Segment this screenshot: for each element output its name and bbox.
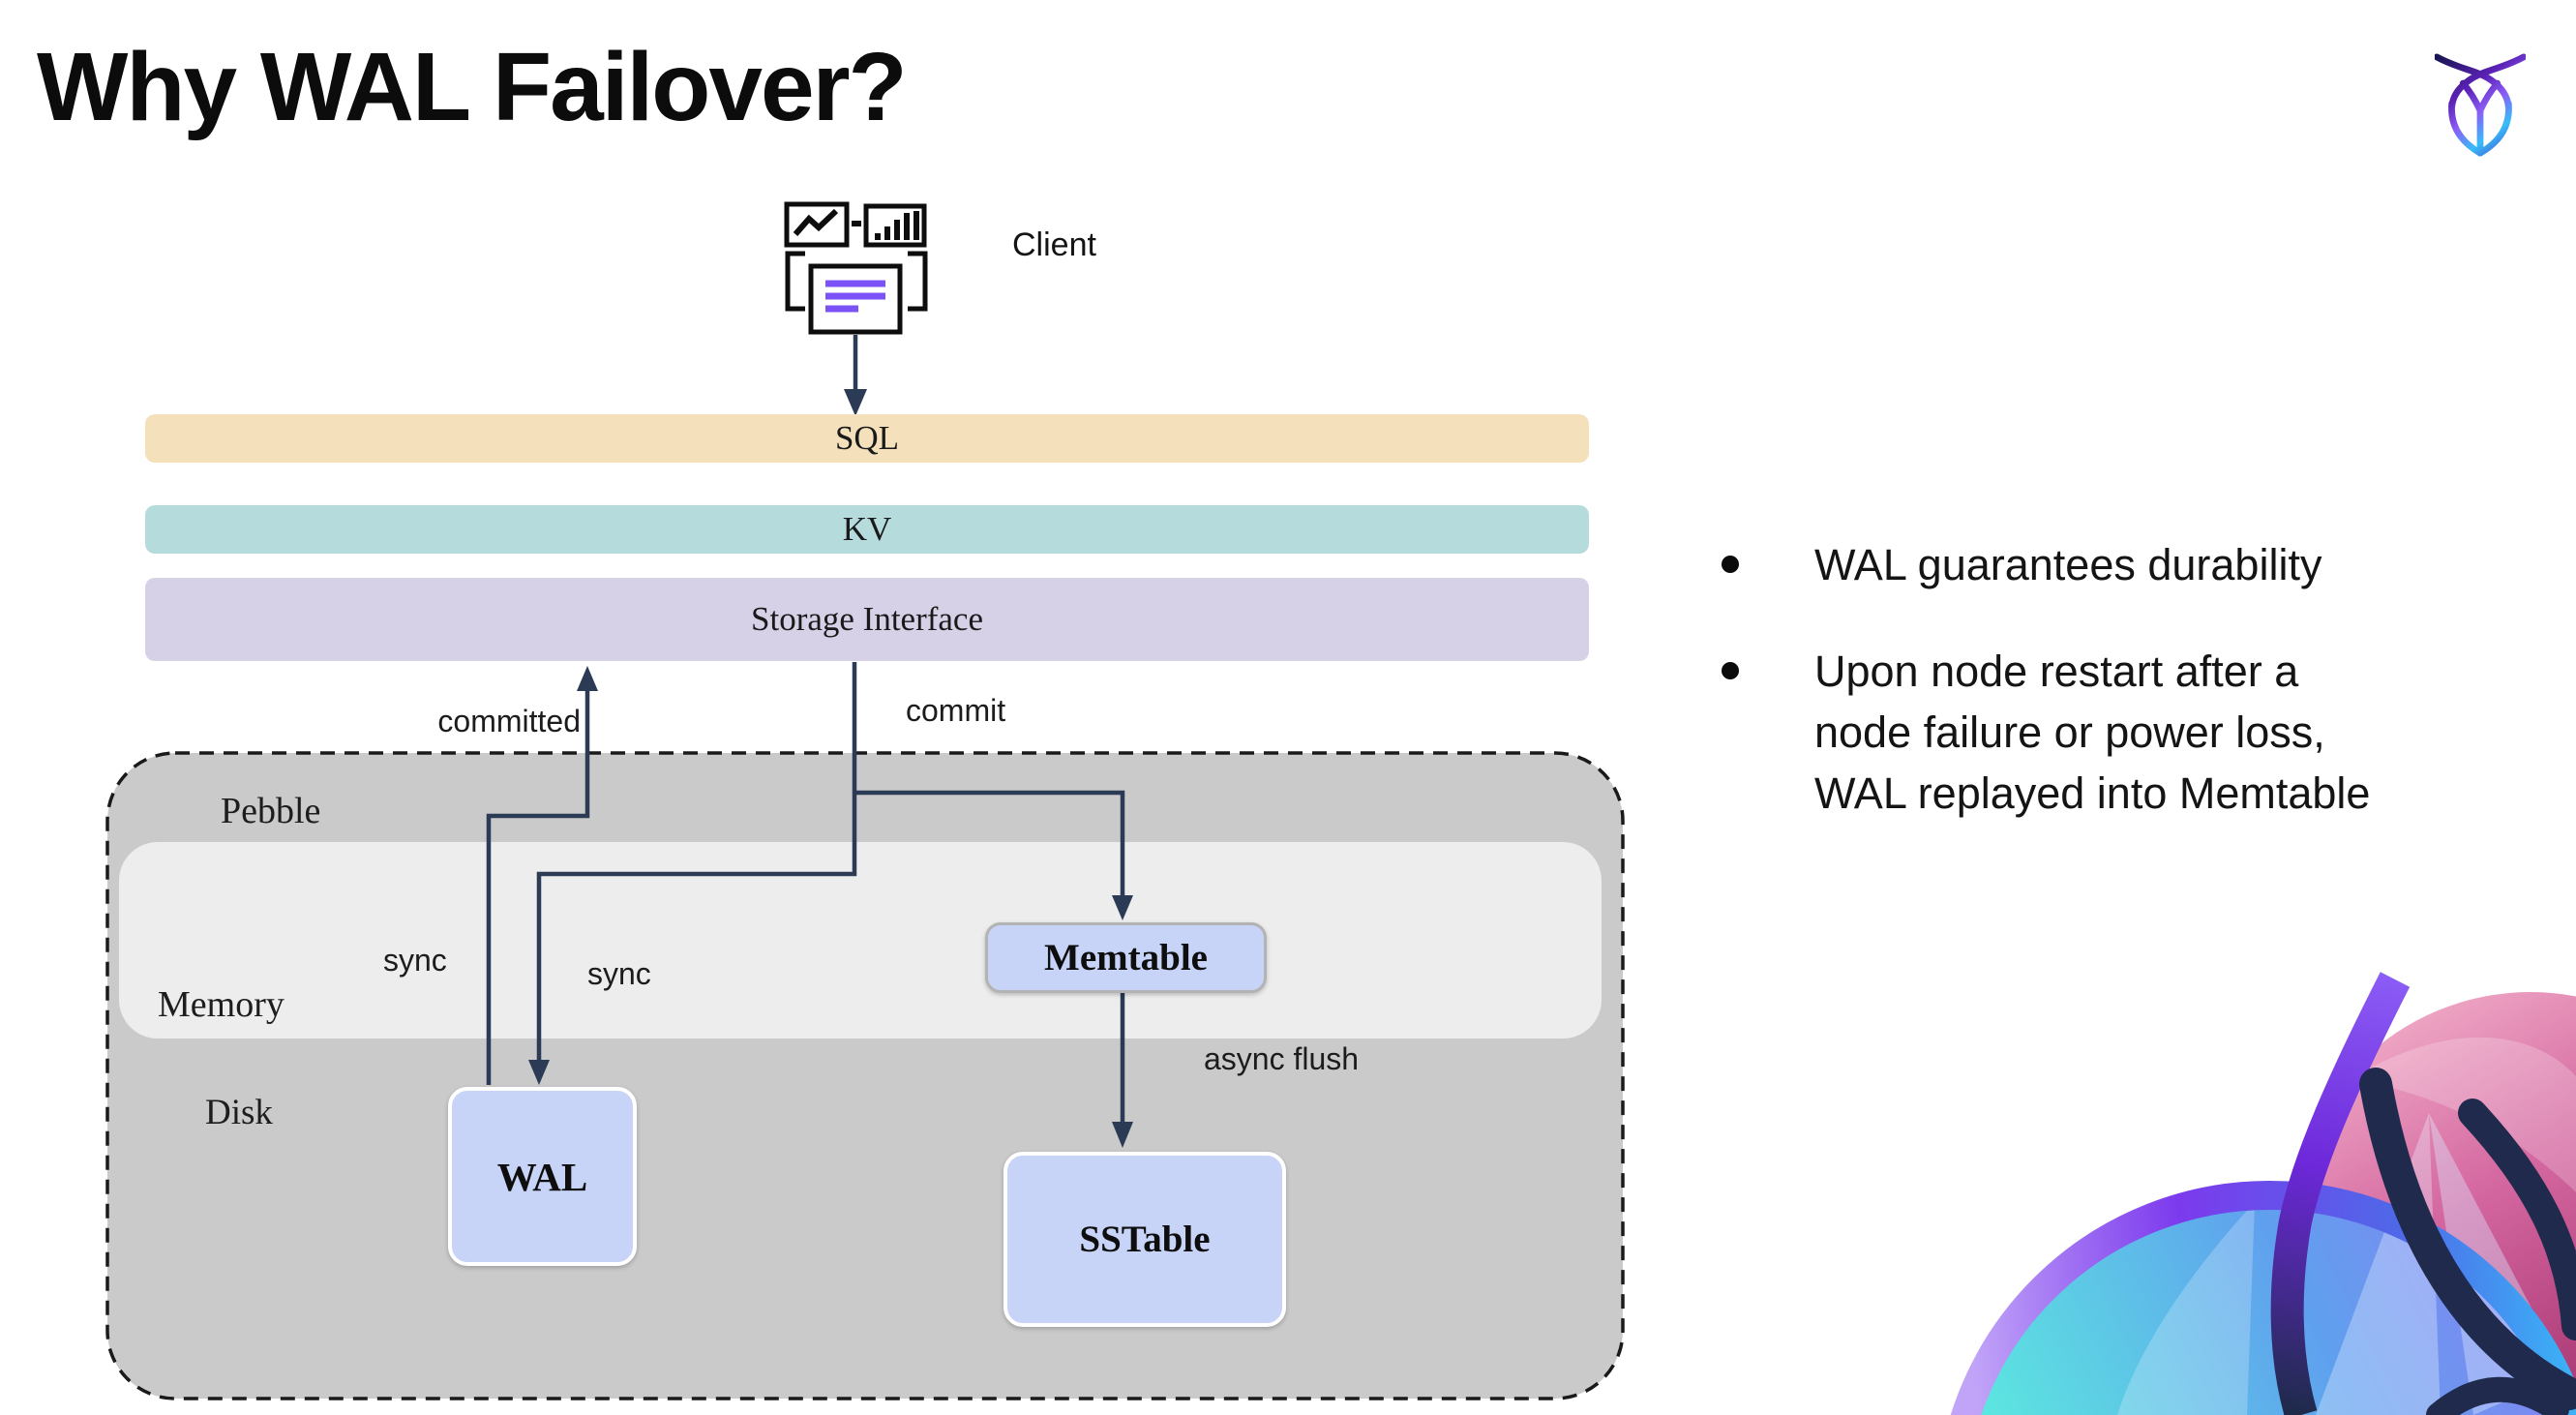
arrowhead-client (844, 389, 867, 416)
pebble-label: Pebble (221, 791, 321, 831)
logo-inner-y (2459, 79, 2501, 155)
layer-storage-interface: Storage Interface (145, 578, 1589, 661)
bracket-right-icon (908, 251, 928, 312)
purple-band (2270, 972, 2411, 1415)
disk-label: Disk (205, 1093, 273, 1132)
arrowhead-sstable (1112, 1122, 1133, 1148)
arrow-commit-to-memtable (854, 790, 1125, 897)
cockroachdb-logo-icon (2435, 53, 2526, 157)
edge-label-committed: committed (437, 704, 581, 738)
layer-sql-label: SQL (834, 419, 900, 457)
arrow-commit-sync-to-wal (536, 662, 857, 1062)
pink-sphere-highlight (2351, 1037, 2576, 1192)
dash-connector (852, 221, 861, 226)
arrow-committed-up (486, 689, 590, 1085)
bracket-left-icon (785, 251, 805, 312)
bullet-item-2: Upon node restart after a node failure o… (1705, 641, 2537, 824)
navy-petal-strokes (2359, 1068, 2576, 1415)
page-title: Why WAL Failover? (37, 33, 908, 141)
edge-label-async-flush: async flush (1204, 1041, 1360, 1076)
document-text-lines (825, 280, 885, 313)
layer-sql: SQL (145, 414, 1589, 463)
blue-sphere-rim (1950, 1181, 2576, 1415)
memtable-node: Memtable (985, 922, 1267, 993)
wal-node-label: WAL (496, 1154, 588, 1199)
layer-storage-label: Storage Interface (751, 600, 983, 638)
bullet-text-2: Upon node restart after a node failure o… (1814, 647, 2371, 818)
brand-spheres-decoration (1950, 972, 2576, 1415)
sstable-node-label: SSTable (1079, 1219, 1211, 1260)
bullet-list: WAL guarantees durability Upon node rest… (1705, 534, 2537, 824)
sstable-node: SSTable (1003, 1152, 1286, 1327)
layer-kv: KV (145, 505, 1589, 554)
logo-body-right (2476, 100, 2512, 157)
memory-label: Memory (158, 984, 285, 1025)
bullet-dot (1722, 556, 1739, 573)
line-chart-icon (784, 201, 850, 248)
client-label: Client (1012, 226, 1096, 263)
bar-chart-icon (863, 203, 927, 248)
blue-sphere-wedge (2117, 1202, 2255, 1415)
bullet-text-1: WAL guarantees durability (1814, 540, 2322, 589)
arrowhead-memtable (1112, 895, 1133, 920)
memtable-node-label: Memtable (1044, 937, 1208, 978)
logo-antenna-right (2448, 53, 2526, 110)
edge-label-sync-left: sync (383, 943, 447, 978)
logo-body-left (2448, 100, 2484, 157)
wal-node: WAL (448, 1087, 637, 1266)
arrowhead-sync-wal (528, 1060, 550, 1085)
layer-kv-label: KV (842, 510, 892, 548)
client-icon (784, 201, 928, 335)
edge-label-sync-right: sync (587, 956, 651, 991)
edge-label-commit: commit (906, 693, 1006, 728)
arrowhead-committed (577, 666, 598, 691)
bullet-dot (1722, 662, 1739, 679)
logo-antenna-left (2435, 53, 2512, 110)
bullet-item-1: WAL guarantees durability (1705, 534, 2537, 595)
